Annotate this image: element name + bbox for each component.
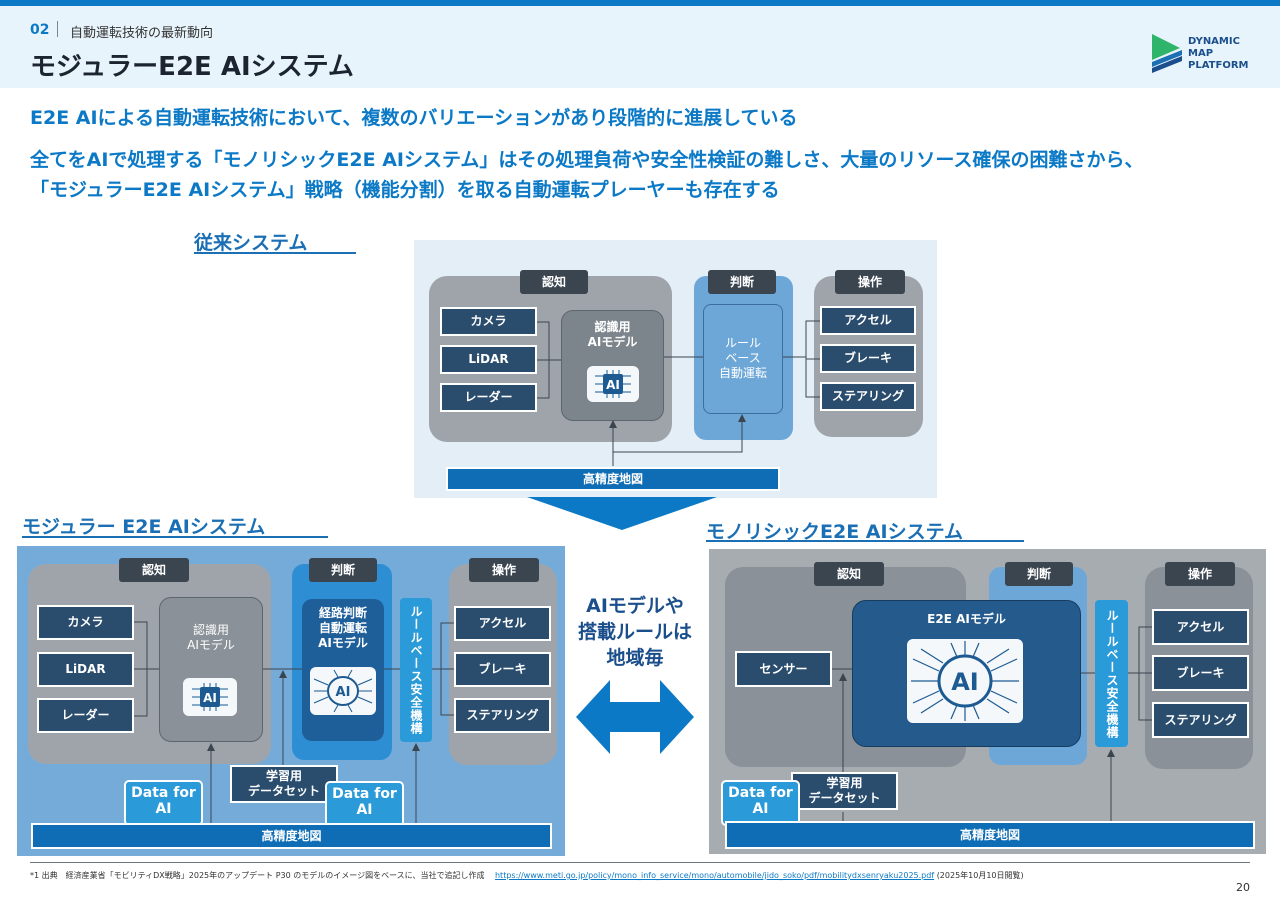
mod-data-for-ai-left: Data for AI — [124, 780, 203, 826]
regional-note: AIモデルや 搭載ルールは 地域毎 — [577, 595, 692, 669]
svg-text:AI: AI — [203, 691, 217, 705]
mod-output-brake: ブレーキ — [454, 652, 551, 687]
svg-text:AI: AI — [951, 668, 979, 696]
monolithic-panel: 認知 判断 操作 センサー E2E AIモデル AI ルールベース安全機構 アク… — [709, 549, 1266, 854]
footer-divider — [30, 862, 1250, 863]
mono-safety-mechanism: ルールベース安全機構 — [1095, 600, 1128, 747]
mod-sensor-radar: レーダー — [37, 698, 134, 733]
mod-ai-model-label: 認識用 AIモデル — [187, 623, 235, 652]
source-link[interactable]: https://www.meti.go.jp/policy/mono_info_… — [494, 871, 935, 880]
conventional-title: 従来システム — [194, 232, 308, 254]
conv-output-accel: アクセル — [820, 306, 916, 335]
mono-sensor: センサー — [735, 651, 832, 687]
mod-data-for-ai-right: Data for AI — [325, 781, 404, 827]
mod-sensor-lidar: LiDAR — [37, 652, 134, 687]
double-arrow-icon — [576, 680, 694, 754]
modular-title: モジュラー E2E AIシステム — [22, 516, 266, 538]
conventional-panel: 認知 判断 操作 カメラ LiDAR レーダー 認識用 AIモデル AI ルール… — [414, 240, 937, 498]
mod-output-accel: アクセル — [454, 606, 551, 641]
mod-route-model-label: 経路判断 自動運転 AIモデル — [318, 606, 368, 650]
mod-training-dataset: 学習用 データセット — [230, 765, 338, 803]
company-logo: DYNAMIC MAP PLATFORM — [1150, 30, 1260, 80]
mono-connector-lines — [832, 626, 1152, 821]
conv-rule-based-box — [703, 304, 783, 414]
monolithic-title: モノリシックE2E AIシステム — [706, 521, 963, 543]
header: 02 自動運転技術の最新動向 モジュラーE2E AIシステム DYNAMIC M… — [0, 6, 1280, 88]
mod-hd-map: 高精度地図 — [31, 823, 552, 849]
conv-operation-tag: 操作 — [835, 270, 905, 294]
mod-brain-ai-icon: AI — [313, 669, 373, 713]
mono-training-dataset: 学習用 データセット — [791, 772, 898, 810]
top-accent-bar — [0, 0, 1280, 6]
footnote-accessed: (2025年10月10日閲覧) — [936, 871, 1024, 880]
lead-line-2: 全てをAIで処理する「モノリシックE2E AIシステム」はその処理負荷や安全性検… — [30, 149, 1144, 171]
svg-text:AI: AI — [606, 378, 620, 392]
lead-line-1: E2E AIによる自動運転技術において、複数のバリエーションがあり段階的に進展し… — [30, 107, 798, 129]
conv-rule-based-label: ルール ベース 自動運転 — [718, 336, 767, 380]
mono-brain-ai-icon: AI — [911, 641, 1019, 721]
mono-output-accel: アクセル — [1152, 609, 1249, 645]
conv-perception-tag: 認知 — [520, 270, 588, 294]
page-number: 20 — [1236, 881, 1250, 894]
mod-operation-tag: 操作 — [469, 558, 539, 582]
mono-output-brake: ブレーキ — [1152, 655, 1249, 691]
footnote-text: *1 出典 経済産業省「モビリティDX戦略」2025年のアップデート P30 の… — [30, 871, 485, 880]
mod-safety-mechanism: ルールベース安全機構 — [400, 598, 432, 742]
mod-connector-lines — [134, 621, 454, 823]
monolithic-title-underline — [706, 540, 1024, 542]
footnote: *1 出典 経済産業省「モビリティDX戦略」2025年のアップデート P30 の… — [30, 870, 1024, 881]
conv-sensor-lidar: LiDAR — [440, 345, 537, 374]
conv-sensor-radar: レーダー — [440, 383, 537, 412]
mod-ai-chip-icon: AI — [192, 683, 228, 711]
mono-e2e-model-label: E2E AIモデル — [927, 612, 1006, 626]
conv-hd-map: 高精度地図 — [446, 467, 780, 491]
mod-perception-tag: 認知 — [119, 558, 189, 582]
modular-panel: 認知 判断 操作 カメラ LiDAR レーダー 認識用 AIモデル AI 経路判… — [17, 546, 565, 856]
page-title: モジュラーE2E AIシステム — [30, 52, 354, 82]
mod-judgment-tag: 判断 — [309, 558, 377, 582]
conv-output-brake: ブレーキ — [820, 344, 916, 373]
conv-connector-lines — [537, 320, 820, 466]
lead-line-3: 「モジュラーE2E AIシステム」戦略（機能分割）を取る自動運転プレーヤーも存在… — [30, 179, 780, 201]
conventional-title-underline — [194, 252, 356, 254]
section-label: 自動運転技術の最新動向 — [70, 26, 214, 41]
conv-ai-model-box — [561, 310, 664, 421]
conv-output-steering: ステアリング — [820, 382, 916, 411]
mono-perception-tag: 認知 — [814, 562, 884, 586]
mono-operation-tag: 操作 — [1165, 562, 1235, 586]
conv-sensor-camera: カメラ — [440, 307, 537, 336]
down-arrow-icon — [527, 497, 717, 530]
conv-ai-model-label: 認識用 AIモデル — [587, 320, 638, 349]
conv-judgment-tag: 判断 — [708, 270, 776, 294]
section-number: 02 — [30, 22, 50, 38]
modular-title-underline — [22, 536, 328, 538]
mod-sensor-camera: カメラ — [37, 605, 134, 640]
mono-hd-map: 高精度地図 — [725, 821, 1255, 849]
conv-ai-chip-icon: AI — [595, 370, 631, 398]
logo-mark-icon — [1152, 34, 1182, 73]
svg-text:AI: AI — [336, 685, 351, 700]
mono-judgment-tag: 判断 — [1005, 562, 1073, 586]
mono-output-steering: ステアリング — [1152, 702, 1249, 738]
mod-ai-model-box — [159, 597, 263, 742]
mod-output-steering: ステアリング — [454, 698, 551, 733]
logo-text: DYNAMIC MAP PLATFORM — [1188, 36, 1249, 71]
section-separator — [57, 21, 58, 37]
